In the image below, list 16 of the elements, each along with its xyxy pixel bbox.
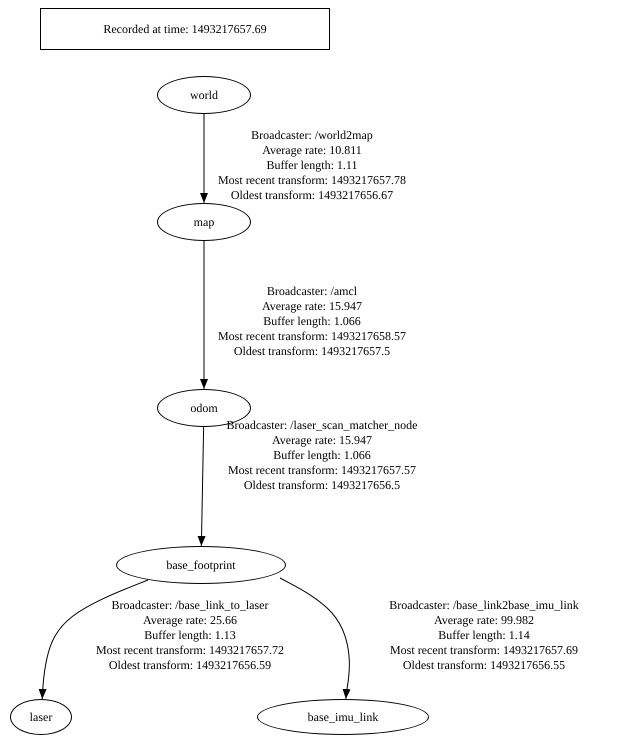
edge-label: Broadcaster: /base_link2base_imu_link Average rate: 99.982 Buffer length: 1.14 Most recent transform: 1493217657.69 Oldest transform: 1493217656.55 (389, 598, 579, 673)
edge-label: Broadcaster: /base_link_to_laser Average rate: 25.66 Buffer length: 1.13 Most recent transform: 1493217657.72 Oldest transform: 1493217656.59 (96, 598, 284, 673)
frame-ellipse: base_imu_link (257, 699, 429, 735)
edge-label: Broadcaster: /amcl Average rate: 15.947 Buffer length: 1.066 Most recent transform: 1493217658.57 Oldest transform: 1493217657.5 (218, 284, 406, 359)
timestamp-box: Recorded at time: 1493217657.69 (40, 8, 330, 50)
frame-ellipse: laser (10, 699, 72, 735)
frame-ellipse: base_footprint (116, 546, 286, 584)
arrow (200, 240, 208, 390)
edge-label: Broadcaster: /laser_scan_matcher_node Average rate: 15.947 Buffer length: 1.066 Most recent transform: 1493217657.57 Oldest transform: 1493217656.5 (226, 418, 418, 493)
frame-ellipse: map (157, 203, 251, 241)
arrow (200, 114, 208, 204)
arrow (280, 578, 351, 700)
arrow (198, 426, 206, 546)
frame-ellipse: world (157, 76, 251, 114)
edge-label: Broadcaster: /world2map Average rate: 10.811 Buffer length: 1.11 Most recent transform: 1493217657.78 Oldest transform: 1493217656.67 (218, 128, 406, 203)
arrow (38, 580, 148, 700)
